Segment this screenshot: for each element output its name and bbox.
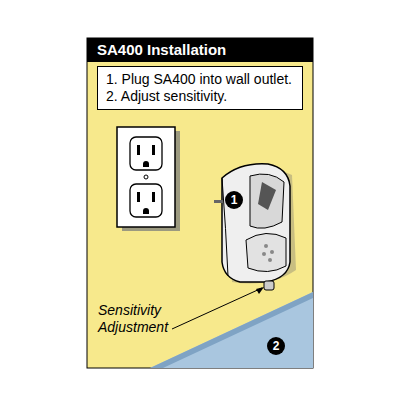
sensor-lens (258, 182, 276, 210)
sa400-device (222, 164, 290, 282)
receptacle (130, 184, 162, 217)
floor (150, 292, 313, 368)
slot (152, 145, 155, 155)
indicator (262, 252, 266, 256)
outlet-plate (117, 127, 175, 227)
receptacle (130, 137, 162, 170)
slot (137, 192, 140, 202)
baseboard-edge (150, 292, 313, 368)
indicator (268, 258, 272, 262)
title-bar: SA400 Installation (87, 38, 313, 62)
indicator (264, 244, 268, 248)
instruction-step: 2. Adjust sensitivity. (106, 88, 296, 105)
callout-number: 2 (267, 337, 285, 355)
ground-hole (143, 161, 149, 167)
slot (152, 192, 155, 202)
device-side-edge (222, 178, 228, 276)
sensitivity-knob (264, 281, 274, 290)
sensor-window (250, 174, 284, 228)
plug-prong (214, 200, 223, 203)
control-panel (246, 233, 286, 271)
ground-hole (143, 208, 149, 214)
wall-panel (87, 38, 313, 368)
indicator (270, 250, 274, 254)
callout-circle (267, 337, 285, 355)
instruction-step: 1. Plug SA400 into wall outlet. (106, 71, 296, 88)
leader-arrowhead (256, 287, 264, 294)
screw (144, 175, 148, 179)
callout-number: 1 (225, 191, 243, 209)
part-label: Sensitivity Adjustment (98, 302, 168, 336)
callout-circle (225, 191, 243, 209)
leader-line (172, 288, 262, 329)
slot (137, 145, 140, 155)
instruction-box: 1. Plug SA400 into wall outlet.2. Adjust… (97, 66, 303, 110)
